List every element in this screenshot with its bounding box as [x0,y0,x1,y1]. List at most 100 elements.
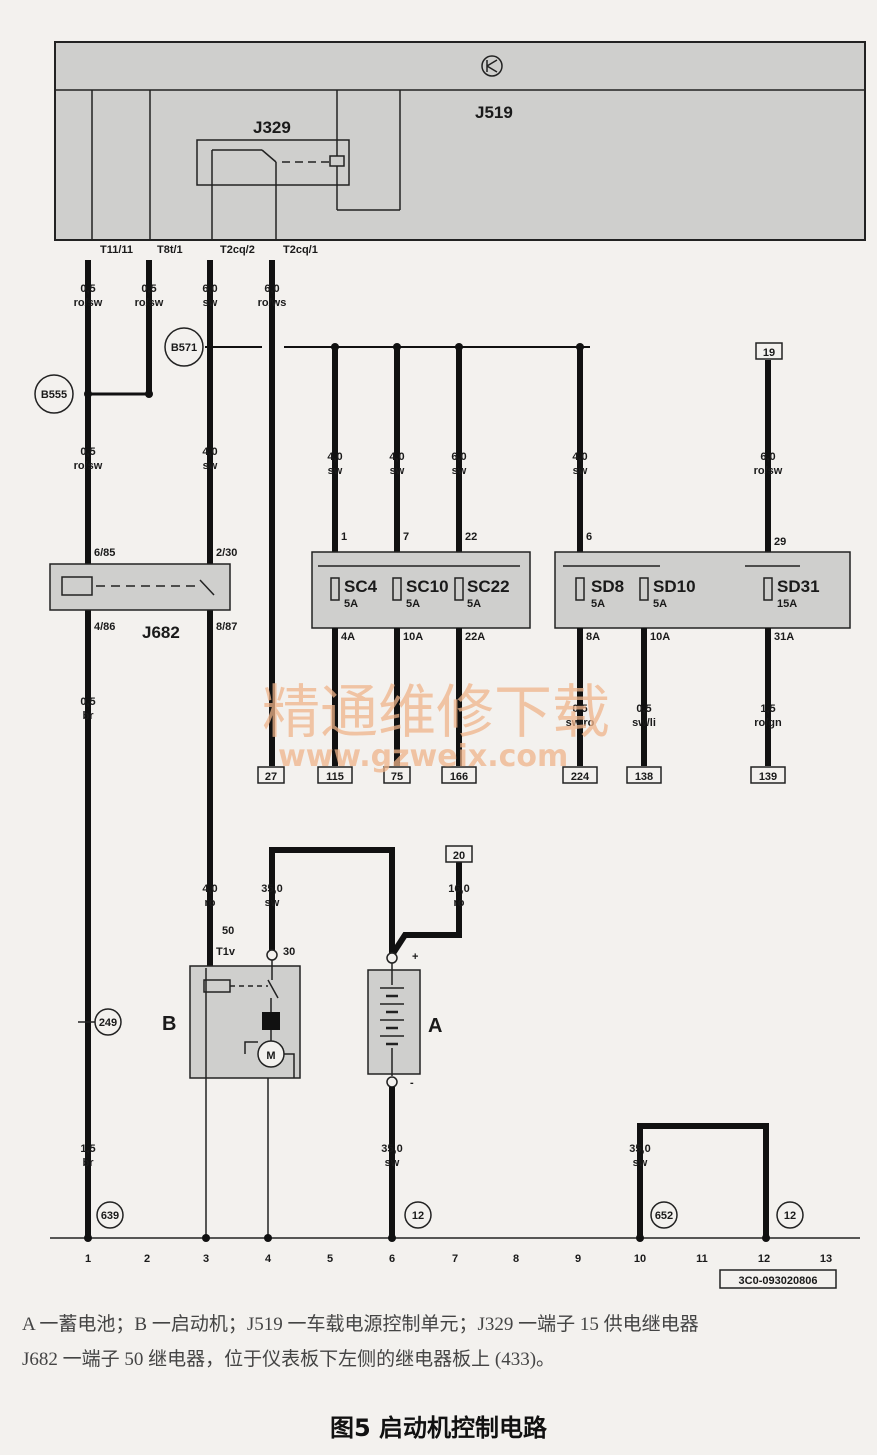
svg-text:7: 7 [452,1253,458,1265]
svg-text:M: M [266,1050,275,1062]
svg-text:12: 12 [412,1210,424,1222]
svg-text:249: 249 [99,1017,117,1029]
svg-text:115: 115 [326,771,344,783]
svg-text:16,0: 16,0 [448,883,469,895]
j329-relay [196,139,350,186]
svg-text:6,0: 6,0 [760,451,775,463]
j682-relay [49,563,231,611]
svg-text:sw: sw [328,465,343,477]
svg-text:SD8: SD8 [591,577,624,596]
svg-text:166: 166 [450,771,468,783]
svg-text:75: 75 [391,771,403,783]
svg-text:B555: B555 [41,389,67,401]
connector-639 [96,1201,124,1229]
svg-text:7: 7 [403,531,409,543]
starter-label: B [162,1013,176,1035]
svg-text:4/86: 4/86 [94,621,115,633]
svg-text:1: 1 [85,1253,91,1265]
fuse-sc10: SC10 5A 10A [392,577,449,643]
svg-text:sw: sw [265,897,280,909]
svg-text:4,0: 4,0 [202,883,217,895]
svg-text:6,0: 6,0 [451,451,466,463]
svg-text:30: 30 [283,946,295,958]
svg-text:4,0: 4,0 [327,451,342,463]
watermark-cn: 精通维修下载 [262,678,610,746]
svg-text:sw: sw [573,465,588,477]
svg-text:sw: sw [452,465,467,477]
fuse-sd8: SD8 5A 8A [575,577,624,643]
svg-text:ro: ro [205,897,216,909]
svg-text:5A: 5A [653,598,667,610]
svg-text:-: - [410,1077,414,1089]
svg-text:35,0: 35,0 [381,1143,402,1155]
doc-code: 3C0-093020806 [739,1275,818,1287]
bottom-position-numbers: 1 2 3 4 5 6 7 8 9 10 11 12 13 [85,1253,832,1265]
svg-text:13: 13 [820,1253,832,1265]
svg-text:8: 8 [513,1253,519,1265]
svg-text:br: br [83,1157,95,1169]
svg-text:SD31: SD31 [777,577,820,596]
svg-text:SD10: SD10 [653,577,696,596]
j519-label: J519 [475,103,513,122]
svg-text:0,5: 0,5 [141,283,156,295]
svg-text:3: 3 [203,1253,209,1265]
pin-t8t-1: T8t/1 [157,244,183,256]
svg-text:4,0: 4,0 [572,451,587,463]
svg-text:4,0: 4,0 [389,451,404,463]
starter-circuit-diagram: J519 J329 T11/11 T8t/1 T2cq/2 T2cq/1 B57… [34,41,866,1289]
svg-text:SC10: SC10 [406,577,449,596]
j329-label: J329 [253,118,291,137]
svg-text:639: 639 [101,1210,119,1222]
battery: + - [367,951,421,1089]
svg-text:10A: 10A [650,631,670,643]
svg-text:12: 12 [784,1210,796,1222]
svg-text:T1v: T1v [216,946,236,958]
fuse-sd10: SD10 5A 10A [639,577,696,643]
svg-text:5A: 5A [591,598,605,610]
j519-control-unit [54,41,866,241]
svg-text:br: br [83,710,95,722]
connector-b555 [34,374,74,414]
svg-text:50: 50 [222,925,234,937]
svg-text:10A: 10A [403,631,423,643]
svg-text:11: 11 [696,1253,708,1265]
figure-title: 图5 启动机控制电路 [329,1414,548,1442]
svg-text:1: 1 [341,531,347,543]
svg-text:1,5: 1,5 [80,1143,95,1155]
svg-text:ro/sw: ro/sw [754,465,783,477]
fuse-box-sd [554,551,851,629]
svg-text:SC22: SC22 [467,577,510,596]
fuse-sd31: SD31 15A 31A [763,577,820,643]
svg-text:SC4: SC4 [344,577,378,596]
battery-label: A [428,1015,442,1037]
svg-text:ro: ro [454,897,465,909]
svg-text:5A: 5A [467,598,481,610]
svg-text:31A: 31A [774,631,794,643]
svg-text:27: 27 [265,771,277,783]
svg-text:6: 6 [586,531,592,543]
svg-text:29: 29 [774,536,786,548]
svg-text:1,5: 1,5 [760,703,775,715]
ground-symbol-icon [481,55,503,77]
caption-line-2: J682 一端子 50 继电器，位于仪表板下左侧的继电器板上 (433)。 [22,1349,556,1370]
svg-text:sw/ro: sw/ro [566,717,595,729]
svg-text:19: 19 [763,347,775,359]
svg-text:B571: B571 [171,342,197,354]
caption-line-1: A 一蓄电池；B 一启动机；J519 一车载电源控制单元；J329 一端子 15… [22,1314,699,1335]
svg-text:138: 138 [635,771,653,783]
connector-12-a [404,1201,432,1229]
pin-t2cq-1: T2cq/1 [283,244,318,256]
svg-text:22A: 22A [465,631,485,643]
svg-text:+: + [412,951,418,963]
svg-text:2/30: 2/30 [216,547,237,559]
svg-text:0,5: 0,5 [80,446,95,458]
svg-text:6: 6 [389,1253,395,1265]
svg-text:5A: 5A [344,598,358,610]
svg-text:ro/ws: ro/ws [258,297,287,309]
connector-652 [650,1201,678,1229]
svg-text:sw: sw [385,1157,400,1169]
svg-text:4A: 4A [341,631,355,643]
svg-text:sw: sw [390,465,405,477]
connector-b571 [164,327,204,367]
starter-motor: M [189,960,301,1079]
